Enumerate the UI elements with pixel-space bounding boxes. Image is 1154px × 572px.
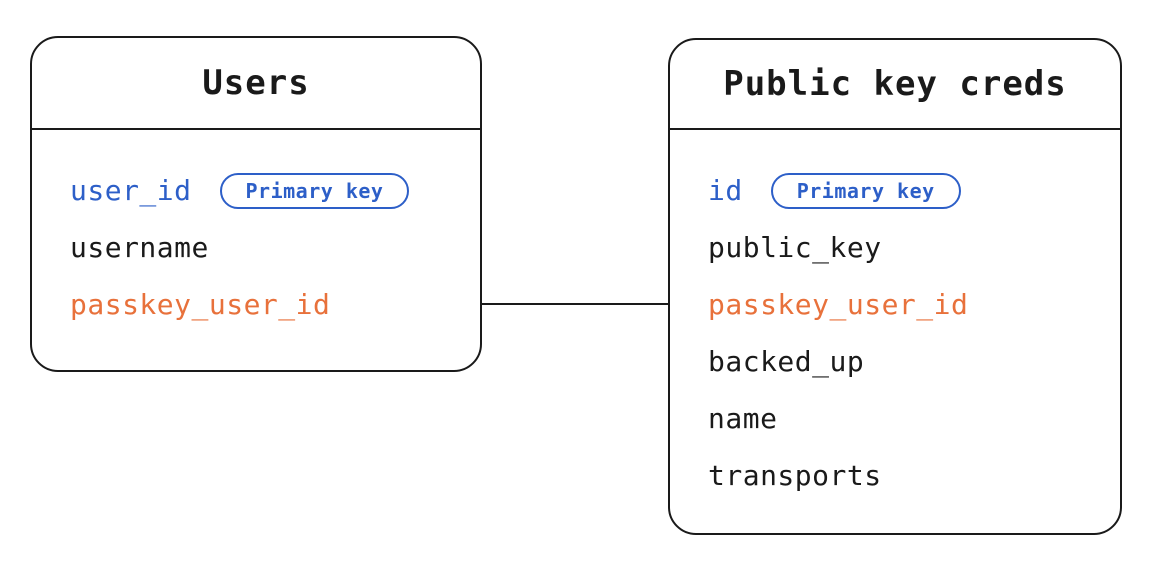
field-row-username: username xyxy=(70,219,462,276)
field-row-passkey-user-id: passkey_user_id xyxy=(708,276,1102,333)
relation-line-passkey-user-id xyxy=(481,303,669,305)
table-public-key-creds: Public key creds id Primary key public_k… xyxy=(668,38,1122,535)
field-row-passkey-user-id: passkey_user_id xyxy=(70,276,462,333)
field-backed-up: backed_up xyxy=(708,345,865,378)
field-public-key: public_key xyxy=(708,231,882,264)
field-row-backed-up: backed_up xyxy=(708,333,1102,390)
field-row-public-key: public_key xyxy=(708,219,1102,276)
field-row-name: name xyxy=(708,390,1102,447)
field-row-transports: transports xyxy=(708,447,1102,504)
field-username: username xyxy=(70,231,209,264)
primary-key-badge: Primary key xyxy=(770,172,961,209)
field-transports: transports xyxy=(708,459,882,492)
table-public-key-creds-fields: id Primary key public_key passkey_user_i… xyxy=(670,130,1120,504)
field-passkey-user-id: passkey_user_id xyxy=(708,288,969,321)
field-passkey-user-id: passkey_user_id xyxy=(70,288,331,321)
table-users-fields: user_id Primary key username passkey_use… xyxy=(32,130,480,333)
field-row-id: id Primary key xyxy=(708,162,1102,219)
table-users: Users user_id Primary key username passk… xyxy=(30,36,482,372)
primary-key-badge: Primary key xyxy=(219,172,410,209)
field-user-id: user_id xyxy=(70,174,192,207)
table-public-key-creds-title: Public key creds xyxy=(670,40,1120,130)
field-row-user-id: user_id Primary key xyxy=(70,162,462,219)
table-users-title: Users xyxy=(32,38,480,130)
field-id: id xyxy=(708,174,743,207)
field-name: name xyxy=(708,402,778,435)
